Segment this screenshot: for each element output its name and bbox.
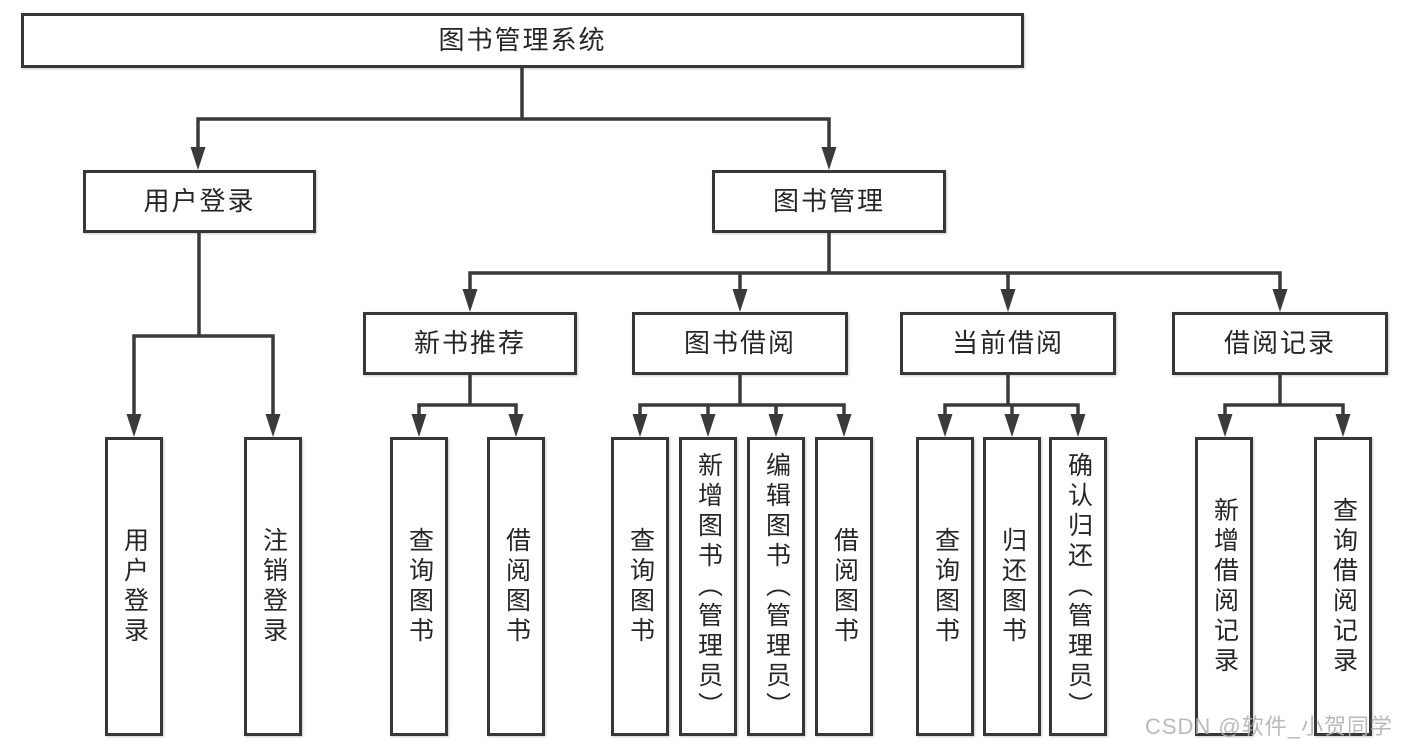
node-borrowing-records-label: 借阅记录 xyxy=(1223,328,1336,359)
leaf-add-borrow-record: 新增借阅记录 xyxy=(1195,437,1253,736)
leaf-edit-books-admin: 编辑图书（管理员） xyxy=(747,437,805,736)
node-book-management-branch: 图书管理 xyxy=(712,170,946,233)
leaf-current-query-books-label: 查询图书 xyxy=(931,526,960,647)
arrowhead-icons xyxy=(126,147,1351,437)
node-current-borrowing-label: 当前借阅 xyxy=(951,328,1064,359)
node-new-book-recommend: 新书推荐 xyxy=(363,312,577,375)
node-root-system: 图书管理系统 xyxy=(21,13,1024,68)
node-user-login-branch-label: 用户登录 xyxy=(143,186,256,217)
node-root-system-label: 图书管理系统 xyxy=(438,25,607,56)
node-user-login-branch: 用户登录 xyxy=(83,170,316,233)
csdn-watermark: CSDN @软件_小贺同学 xyxy=(1144,714,1393,739)
leaf-borrowing-borrow-books-label: 借阅图书 xyxy=(830,526,859,647)
leaf-edit-books-admin-label: 编辑图书（管理员） xyxy=(762,451,791,722)
leaf-add-books-admin: 新增图书（管理员） xyxy=(679,437,737,736)
leaf-current-query-books: 查询图书 xyxy=(916,437,974,736)
node-book-management-branch-label: 图书管理 xyxy=(772,186,885,217)
node-current-borrowing: 当前借阅 xyxy=(900,312,1116,375)
node-book-borrowing-label: 图书借阅 xyxy=(683,328,796,359)
leaf-add-books-admin-label: 新增图书（管理员） xyxy=(694,451,723,722)
leaf-borrowing-query-books: 查询图书 xyxy=(611,437,669,736)
node-borrowing-records: 借阅记录 xyxy=(1172,312,1388,375)
leaf-logout-login-label: 注销登录 xyxy=(259,526,288,647)
leaf-query-borrow-record-label: 查询借阅记录 xyxy=(1329,496,1358,677)
leaf-query-borrow-record: 查询借阅记录 xyxy=(1314,437,1372,736)
leaf-recommend-borrow-books: 借阅图书 xyxy=(487,437,545,736)
leaf-confirm-return-admin: 确认归还（管理员） xyxy=(1049,437,1107,736)
node-book-borrowing: 图书借阅 xyxy=(632,312,848,375)
leaf-user-login: 用户登录 xyxy=(105,437,163,736)
leaf-confirm-return-admin-label: 确认归还（管理员） xyxy=(1064,451,1093,722)
leaf-borrowing-query-books-label: 查询图书 xyxy=(626,526,655,647)
node-new-book-recommend-label: 新书推荐 xyxy=(413,328,526,359)
leaf-return-books-label: 归还图书 xyxy=(998,526,1027,647)
leaf-add-borrow-record-label: 新增借阅记录 xyxy=(1210,496,1239,677)
leaf-recommend-query-books-label: 查询图书 xyxy=(405,526,434,647)
leaf-borrowing-borrow-books: 借阅图书 xyxy=(815,437,873,736)
connector-paths xyxy=(132,68,1345,415)
leaf-return-books: 归还图书 xyxy=(983,437,1041,736)
leaf-user-login-label: 用户登录 xyxy=(120,526,149,647)
leaf-recommend-borrow-books-label: 借阅图书 xyxy=(502,526,531,647)
leaf-recommend-query-books: 查询图书 xyxy=(390,437,448,736)
leaf-logout-login: 注销登录 xyxy=(244,437,302,736)
